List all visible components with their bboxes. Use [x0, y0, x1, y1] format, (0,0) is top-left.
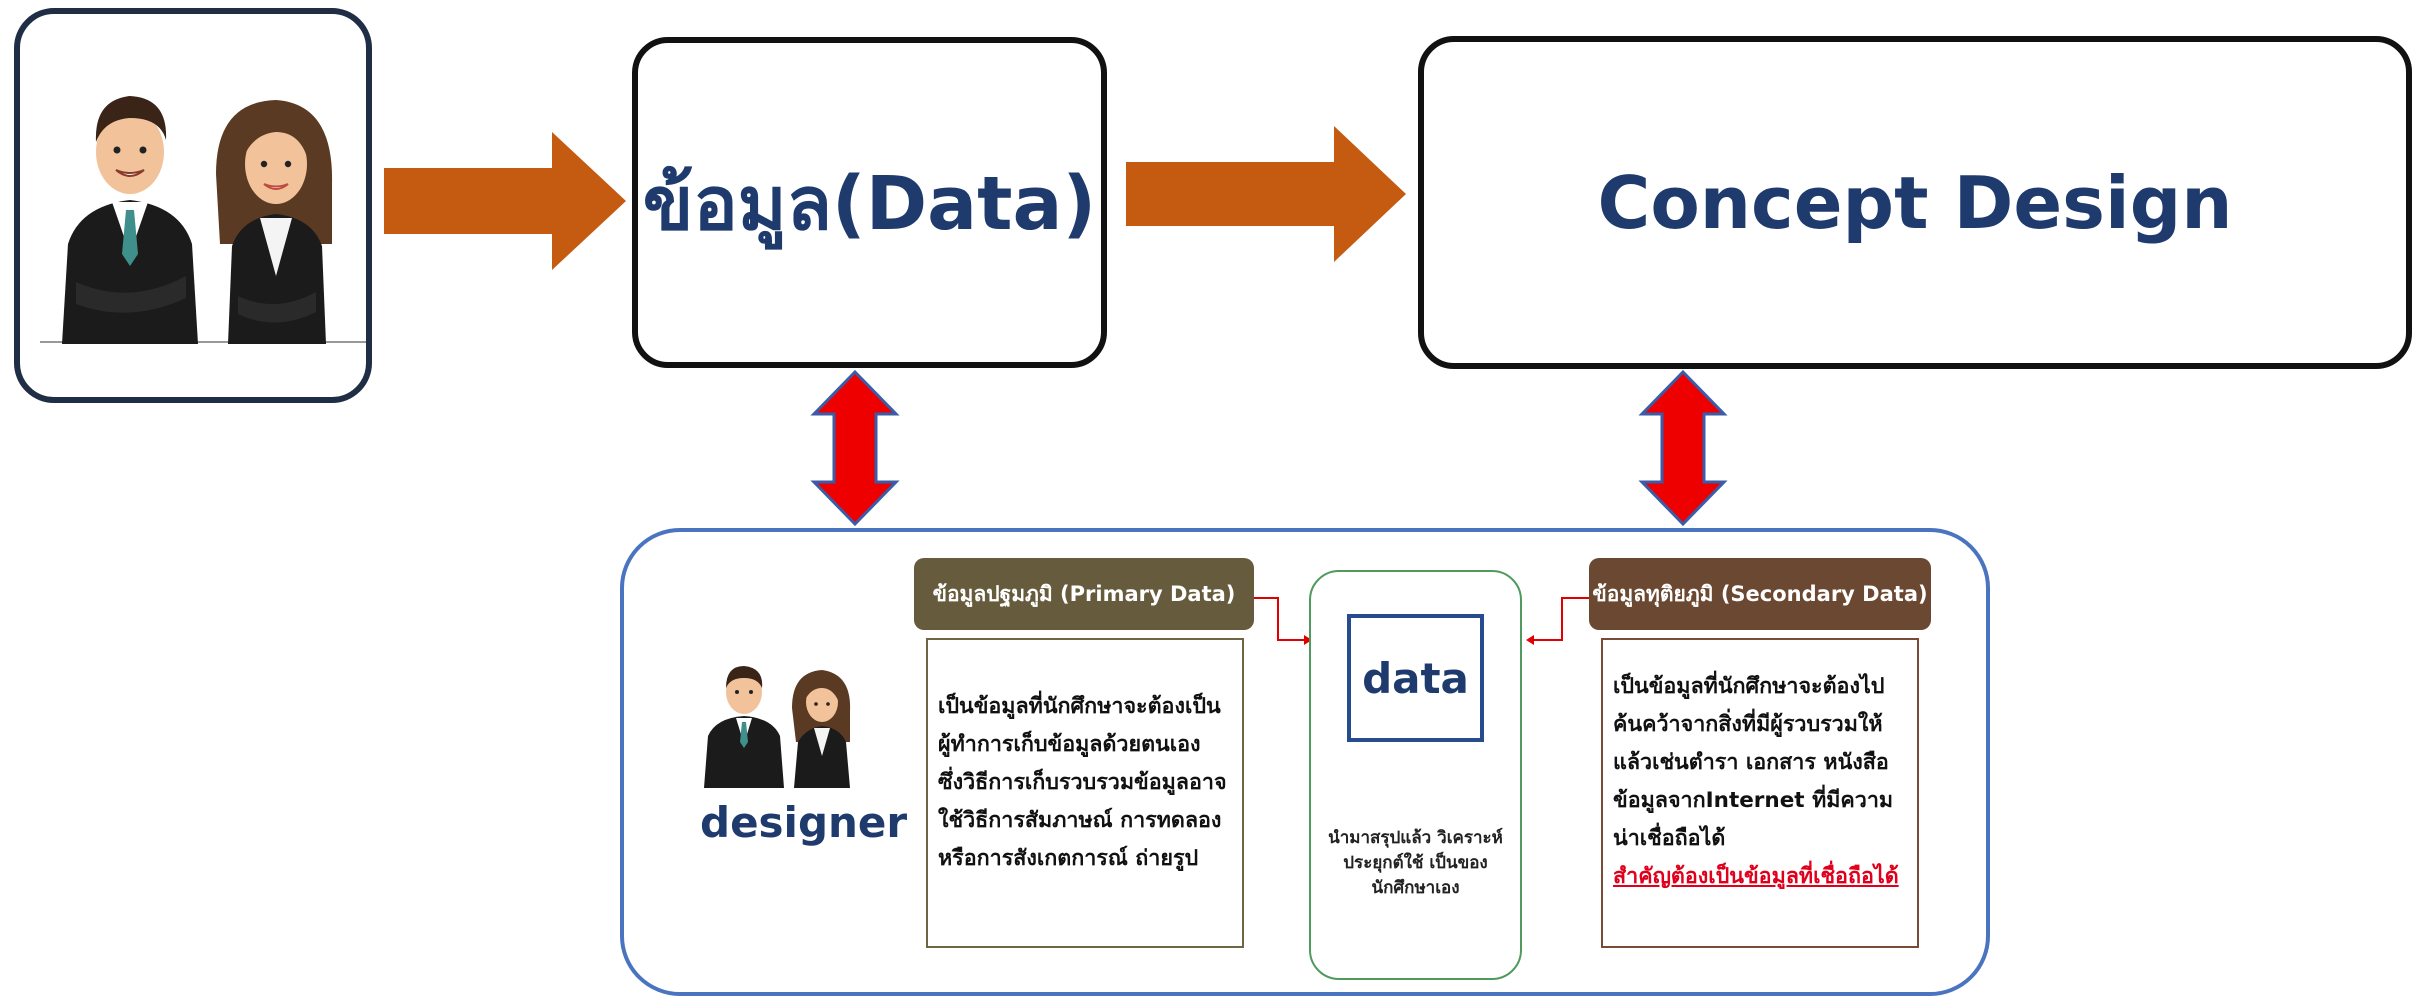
business-people-illustration [40, 96, 366, 344]
designer-label: designer [700, 798, 908, 847]
primary-data-description: เป็นข้อมูลที่นักศึกษาจะต้องเป็นผู้ทำการเ… [926, 638, 1244, 948]
secondary-data-emphasis: สำคัญต้องเป็นข้อมูลที่เชื่อถือได้ [1613, 864, 1899, 889]
primary-data-header: ข้อมูลปฐมภูมิ (Primary Data) [914, 558, 1254, 630]
connector-secondary-to-data [1526, 597, 1589, 645]
connector-primary-to-data [1254, 597, 1312, 645]
designer-man [704, 666, 784, 788]
primary-data-text: เป็นข้อมูลที่นักศึกษาจะต้องเป็นผู้ทำการเ… [938, 694, 1227, 871]
concept-design-title: Concept Design [1597, 160, 2233, 245]
businessman-figure [62, 96, 198, 344]
businesswoman-figure [216, 100, 333, 344]
data-center-label-box: data [1347, 614, 1484, 742]
secondary-data-text: เป็นข้อมูลที่นักศึกษาจะต้องไปค้นคว้าจากส… [1613, 674, 1894, 851]
data-center-label: data [1362, 653, 1469, 703]
data-synthesis-text: นำมาสรุปแล้ว วิเคราะห์ ประยุกต์ใช้ เป็นข… [1328, 828, 1503, 898]
flow-arrow-2 [1126, 126, 1406, 262]
secondary-data-header: ข้อมูลทุติยภูมิ (Secondary Data) [1589, 558, 1931, 630]
data-box: ข้อมูล(Data) [632, 37, 1107, 368]
designer-illustration [704, 666, 851, 788]
data-synthesis-box [1309, 570, 1522, 980]
double-arrow-concept [1638, 370, 1728, 526]
designer-woman [792, 670, 851, 788]
secondary-data-description: เป็นข้อมูลที่นักศึกษาจะต้องไปค้นคว้าจากส… [1601, 638, 1919, 948]
concept-design-box: Concept Design [1418, 36, 2412, 369]
data-title: ข้อมูล(Data) [642, 160, 1097, 247]
designers-illustration-box [14, 8, 372, 403]
flow-arrow-1 [384, 132, 626, 270]
double-arrow-data [810, 370, 900, 526]
